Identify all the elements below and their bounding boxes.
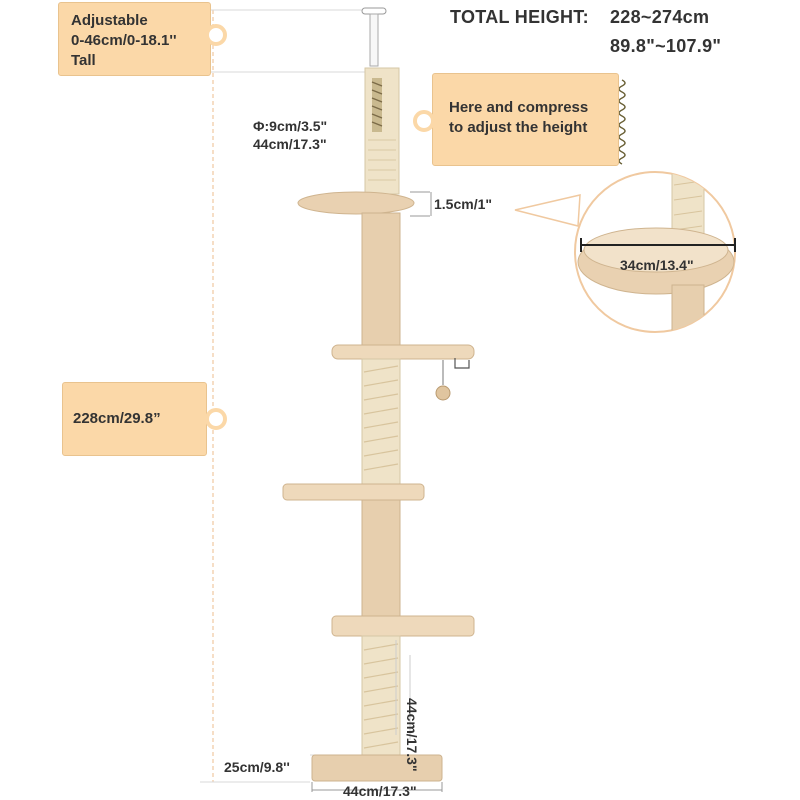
compress-line-1: Here and compress (449, 99, 589, 116)
compress-callout: Here and compress to adjust the height (432, 73, 619, 166)
adjustable-callout-knob (205, 24, 227, 46)
bed-width-label: 34cm/13.4" (620, 257, 694, 273)
spring-icon (371, 78, 383, 132)
platform-thickness-label: 1.5cm/1" (434, 196, 493, 212)
base-height-label: 25cm/9.8'' (224, 759, 290, 775)
toy-ball-icon (435, 358, 470, 401)
bottom-post-height-label: 44cm/17.3" (404, 698, 420, 772)
adjustable-line-1: Adjustable (71, 12, 148, 29)
compress-callout-knob (413, 110, 435, 132)
post-length-label: 44cm/17.3" (253, 136, 327, 152)
base-width-label: 44cm/17.3" (343, 783, 417, 799)
compress-line-2: to adjust the height (449, 119, 588, 136)
height-callout-knob (205, 408, 227, 430)
total-height-imperial: 89.8"~107.9" (610, 36, 722, 56)
adjustable-line-3: Tall (71, 52, 96, 69)
height-callout: 228cm/29.8” (62, 382, 207, 456)
total-height-metric: 228~274cm (610, 7, 710, 27)
adjustable-callout: Adjustable 0-46cm/0-18.1'' Tall (58, 2, 211, 76)
height-callout-text: 228cm/29.8” (73, 410, 161, 427)
post-diameter-label: Φ:9cm/3.5" (253, 118, 328, 134)
total-height-label: TOTAL HEIGHT: (450, 7, 589, 27)
adjustable-line-2: 0-46cm/0-18.1'' (71, 32, 177, 49)
